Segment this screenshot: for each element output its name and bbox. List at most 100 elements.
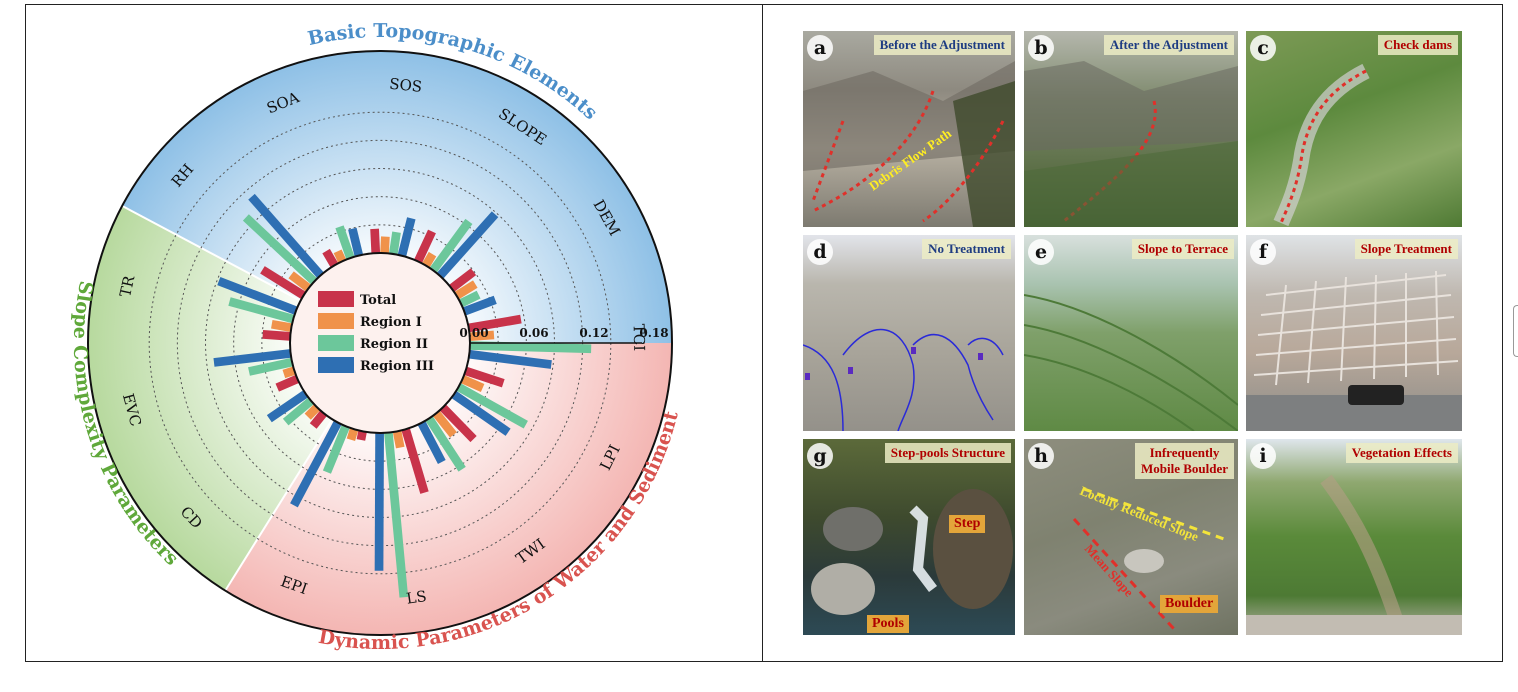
photo-i: i Vegetation Effects <box>1246 439 1462 635</box>
photo-c: c Check dams <box>1246 31 1462 227</box>
photo-b-caption: After the Adjustment <box>1103 35 1234 55</box>
axis-tick-label: 0.00 <box>459 326 488 340</box>
bar-region-i-tr <box>271 319 293 332</box>
side-scroll-handle[interactable] <box>1513 305 1518 357</box>
outer-ring <box>87 50 673 636</box>
bar-region-iii-sos <box>397 217 416 257</box>
bar-region-iii-cd <box>266 390 309 423</box>
photo-h-mean-label: Mean Slope <box>1082 541 1137 600</box>
photo-e-letter: e <box>1028 239 1054 265</box>
bar-region-iii-twi <box>417 420 446 465</box>
bar-total-rh <box>260 266 306 300</box>
bar-region-i-soa <box>333 249 347 264</box>
bar-total-epi <box>356 430 367 441</box>
bar-region-ii-cd <box>282 397 314 426</box>
photo-i-letter: i <box>1250 443 1276 469</box>
bar-region-ii-tci <box>469 341 592 354</box>
bar-region-ii-soa <box>335 225 355 260</box>
photo-a-letter: a <box>807 35 833 61</box>
bar-region-iii-ls <box>374 432 384 571</box>
photo-d-caption: No Treatment <box>922 239 1011 259</box>
photo-g-step-label: Step <box>949 515 986 533</box>
photo-f-letter: f <box>1250 239 1276 265</box>
legend-label: Region I <box>360 315 422 330</box>
bar-total-cd <box>309 410 327 429</box>
bar-region-ii-twi <box>425 416 466 472</box>
bar-region-ii-ls <box>384 432 409 598</box>
photo-b: b After the Adjustment <box>1024 31 1238 227</box>
bar-total-soa <box>322 248 339 268</box>
photo-h-boulder-label: Boulder <box>1160 595 1219 613</box>
bar-total-dem <box>448 268 477 292</box>
bar-region-i-lpi <box>460 375 485 392</box>
bar-region-iii-dem <box>462 295 497 316</box>
photo-b-letter: b <box>1028 35 1054 61</box>
photo-h-caption: Infrequently Mobile Boulder <box>1134 443 1234 479</box>
photo-g: g Step-pools Structure Step Pools <box>803 439 1015 635</box>
bar-total-twi <box>439 404 477 443</box>
photo-h-drawing: Locally Reduced Slope Mean Slope <box>1072 483 1225 631</box>
bar-total-tci <box>468 314 522 333</box>
photo-a-drawing: Debris Flow Path <box>803 61 1015 227</box>
legend-swatch-region-ii <box>318 335 354 351</box>
photo-d: d No Treatment <box>803 235 1015 431</box>
bar-region-iii-evc <box>213 349 292 367</box>
bar-region-ii-sos <box>388 231 401 255</box>
bar-region-ii-dem <box>458 290 481 308</box>
category-label-tr: TR <box>116 273 138 298</box>
photo-c-drawing <box>1273 63 1370 227</box>
bar-region-i-cd <box>304 404 321 420</box>
photo-f: f Slope Treatment <box>1246 235 1462 431</box>
bar-region-iii-soa <box>348 227 364 257</box>
axis-tick-label: 0.18 <box>639 326 668 340</box>
photo-g-drawing <box>811 489 1013 615</box>
bar-region-ii-lpi <box>456 383 528 429</box>
bar-region-iii-rh <box>248 193 324 279</box>
category-label-ls: LS <box>405 587 428 608</box>
photo-a: Debris Flow Path a Before the Adjustment <box>803 31 1015 227</box>
bar-region-iii-slope <box>436 211 499 279</box>
photo-e-drawing <box>1024 294 1238 431</box>
axis-tick-label: 0.06 <box>519 326 548 340</box>
bar-region-i-tci <box>469 330 495 342</box>
bar-total-sos <box>370 228 381 254</box>
bar-region-iii-tr <box>217 277 298 315</box>
bar-region-ii-rh <box>242 214 318 285</box>
photo-g-pools-label: Pools <box>867 615 909 633</box>
bar-total-evc <box>275 374 300 392</box>
legend-swatch-total <box>318 291 354 307</box>
bar-region-iii-tci <box>468 349 552 369</box>
photo-d-drawing <box>803 328 1004 431</box>
bar-total-slope <box>414 229 436 264</box>
legend-label: Region III <box>360 359 434 374</box>
photo-a-caption: Before the Adjustment <box>873 35 1011 55</box>
bar-region-ii-evc <box>248 357 293 376</box>
bar-region-i-twi <box>432 410 457 438</box>
legend-swatch-region-iii <box>318 357 354 373</box>
photo-h-local-label: Locally Reduced Slope <box>1078 483 1201 544</box>
bar-region-ii-tr <box>228 297 295 324</box>
photo-g-letter: g <box>807 443 833 469</box>
bar-region-i-epi <box>346 427 359 441</box>
bar-region-i-evc <box>282 366 296 379</box>
bar-region-i-slope <box>422 251 437 268</box>
bar-region-i-ls <box>392 430 405 449</box>
sector-background <box>122 51 672 343</box>
category-label-tci: TCI <box>630 324 649 352</box>
bar-region-ii-epi <box>322 424 350 474</box>
photo-b-drawing <box>1024 61 1238 227</box>
bar-region-i-sos <box>380 236 390 254</box>
photo-d-letter: d <box>807 239 833 265</box>
debris-flow-arrow <box>812 90 935 213</box>
bar-region-ii-slope <box>429 218 473 273</box>
photo-e: e Slope to Terrace <box>1024 235 1238 431</box>
photo-i-caption: Vegetation Effects <box>1345 443 1458 463</box>
photo-c-letter: c <box>1250 35 1276 61</box>
photo-f-caption: Slope Treatment <box>1354 239 1458 259</box>
radial-bar-chart: SOASOSSLOPEDEMTCILPITWILSEPICDEVCTRRH0.0… <box>69 20 683 654</box>
bar-total-ls <box>401 428 429 494</box>
category-label-sos: SOS <box>388 75 422 96</box>
bar-region-iii-lpi <box>451 390 511 436</box>
photo-h: Locally Reduced Slope Mean Slope h Infre… <box>1024 439 1238 635</box>
legend-swatch-region-i <box>318 313 354 329</box>
